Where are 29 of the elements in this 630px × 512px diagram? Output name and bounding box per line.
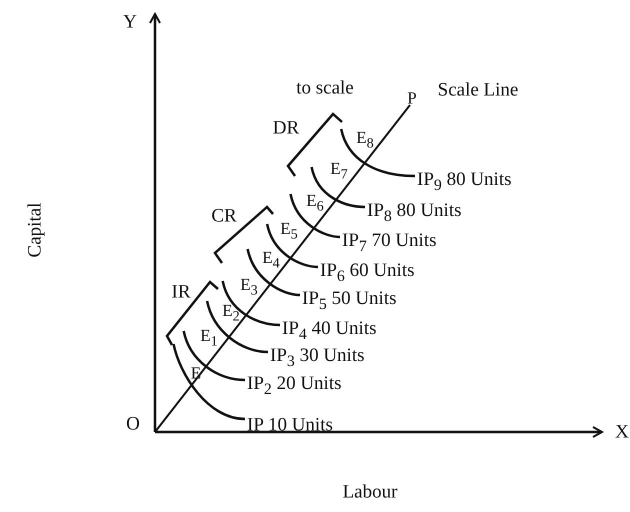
annotation: to scale (296, 78, 354, 98)
point-label: E$_{1}$ (200, 327, 218, 349)
curve-label: IP$_{3}$ 30 Units (270, 346, 365, 370)
curve-label: IP$_{5}$ 50 Units (302, 289, 397, 313)
curve-label: IP$_{6}$ 60 Units (320, 261, 415, 285)
axis-label: Y (123, 12, 137, 32)
axis-label: X (615, 422, 629, 442)
point-label: E$_{7}$ (330, 160, 348, 182)
bracket-label: DR (272, 118, 300, 138)
curve-label: IP$_{4}$ 40 Units (282, 319, 377, 343)
curve-label: IP$_{2}$ 20 Units (247, 374, 342, 398)
point-label: E (190, 364, 202, 382)
bracket-label: CR (211, 206, 237, 226)
point-label: E$_{4}$ (262, 249, 280, 271)
bracket-label: IR (172, 282, 190, 302)
point-label: E$_{2}$ (222, 302, 240, 324)
curve-label: IP$_{8}$ 80 Units (367, 201, 462, 225)
point-label: E$_{8}$ (356, 129, 374, 151)
point-label: E$_{5}$ (280, 220, 298, 242)
line-label: Scale Line (438, 80, 518, 100)
point-label: E$_{3}$ (240, 276, 258, 298)
axis-title: Capital (26, 202, 44, 258)
axis-title: Labour (342, 482, 398, 502)
curve-label: IP$_{9}$ 80 Units (417, 170, 512, 194)
curve-label: IP 10 Units (247, 416, 333, 434)
point-label: E$_{6}$ (306, 192, 324, 214)
point-label: P (407, 90, 417, 106)
origin-label: O (126, 414, 140, 434)
curve-label: IP$_{7}$ 70 Units (342, 231, 437, 255)
